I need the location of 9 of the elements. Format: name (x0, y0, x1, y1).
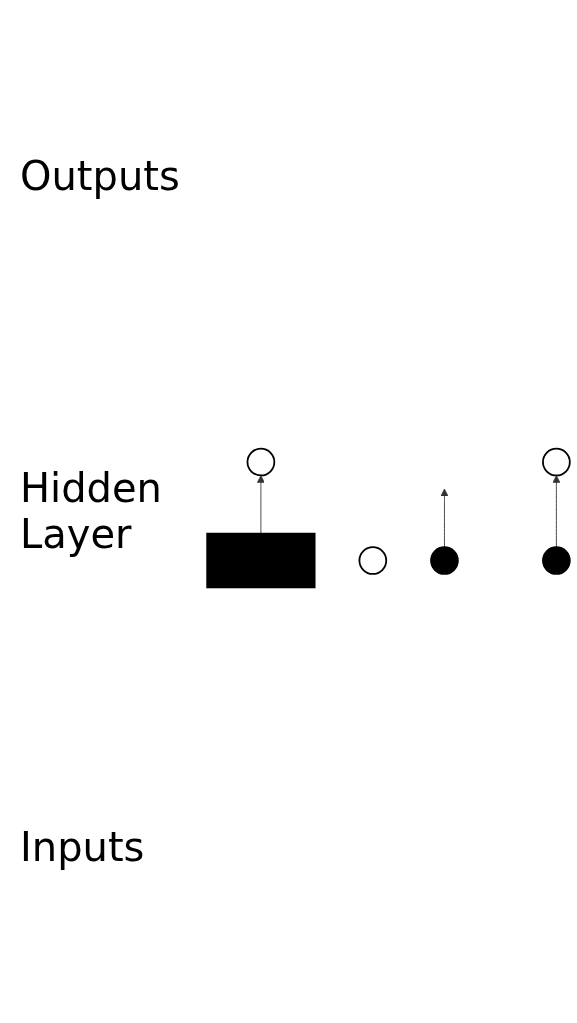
node-circle (542, 546, 571, 576)
node-bar (206, 533, 316, 589)
node-circle (246, 447, 276, 477)
node-circle (430, 546, 459, 576)
row-label: Outputs (19, 153, 181, 200)
node-circle (542, 447, 571, 477)
row-label: Hidden Layer (19, 465, 163, 558)
node-circle (358, 546, 388, 576)
row-label: Inputs (19, 823, 146, 870)
